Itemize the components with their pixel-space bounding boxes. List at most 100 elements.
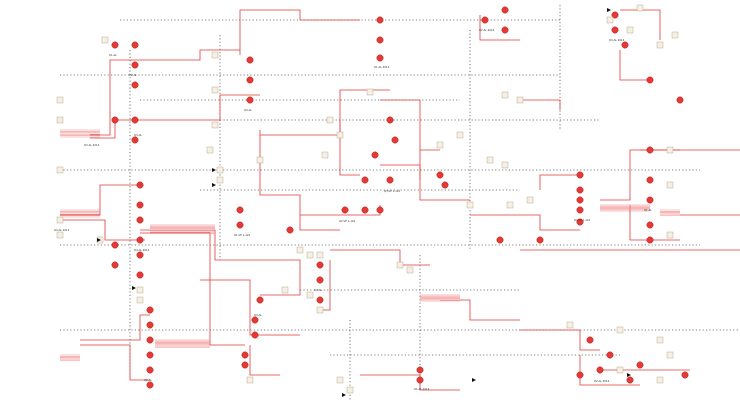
wire: [330, 249, 430, 266]
node-square: [566, 321, 574, 329]
node-circle: [136, 251, 144, 259]
arrow-icon: [607, 8, 611, 12]
node-square: [136, 296, 144, 304]
node-label: Q2-AL: [129, 73, 137, 77]
node-circle: [681, 371, 689, 379]
node-square: [56, 231, 64, 239]
node-square: [336, 376, 344, 384]
node-square: [56, 116, 64, 124]
node-label: Q1-VP 1-122: [234, 233, 251, 237]
node-circle: [371, 151, 379, 159]
node-circle: [646, 146, 654, 154]
wire: [419, 150, 470, 201]
node-circle: [136, 271, 144, 279]
node-circle: [146, 366, 154, 374]
wire: [470, 214, 580, 231]
wire: [520, 99, 561, 110]
node-circle: [316, 276, 324, 284]
node-square: [406, 266, 414, 274]
node-circle: [146, 351, 154, 359]
node-circle: [111, 41, 119, 49]
node-circle: [676, 96, 684, 104]
node-label: Q2-AL: [144, 378, 152, 382]
node-square: [321, 151, 329, 159]
wire: [249, 345, 280, 376]
node-circle: [131, 41, 139, 49]
wire: [539, 174, 580, 190]
node-square: [246, 376, 254, 384]
wire: [380, 99, 440, 151]
wire: [200, 279, 251, 300]
node-circle: [246, 56, 254, 64]
node-label: Q4-AL: [314, 288, 322, 292]
node-circle: [146, 321, 154, 329]
node-square: [336, 131, 344, 139]
node-circle: [241, 351, 249, 359]
node-circle: [391, 136, 399, 144]
node-square: [306, 251, 314, 259]
node-square: [666, 231, 674, 239]
node-circle: [146, 381, 154, 389]
wire: [479, 15, 520, 41]
wire: [140, 232, 245, 346]
node-circle: [246, 76, 254, 84]
node-square: [466, 201, 474, 209]
node-circle: [131, 61, 139, 69]
node-square: [616, 366, 624, 374]
node-square: [526, 196, 534, 204]
node-circle: [256, 296, 264, 304]
node-circle: [241, 361, 249, 369]
node-label: Q4-AL 2014: [54, 228, 70, 232]
node-circle: [576, 186, 584, 194]
node-circle: [501, 26, 509, 34]
node-circle: [146, 336, 154, 344]
node-circle: [236, 206, 244, 214]
node-circle: [576, 371, 584, 379]
node-circle: [111, 241, 119, 249]
node-circle: [136, 181, 144, 189]
node-circle: [236, 221, 244, 229]
node-circle: [536, 236, 544, 244]
arrow-icon: [342, 393, 346, 397]
wire: [339, 120, 360, 176]
node-square: [501, 161, 509, 169]
node-square: [211, 121, 219, 129]
wire: [629, 205, 680, 241]
wire: [600, 149, 680, 201]
node-square: [316, 251, 324, 259]
arrow-icon: [132, 286, 136, 290]
node-square: [211, 51, 219, 59]
node-circle: [576, 206, 584, 214]
node-square: [501, 91, 509, 99]
arrow-icon: [212, 183, 216, 187]
node-circle: [416, 366, 424, 374]
node-label: Q1-AL 2014: [414, 387, 430, 391]
node-label: Q3-AL: [134, 133, 142, 137]
node-circle: [621, 41, 629, 49]
node-circle: [586, 336, 594, 344]
node-square: [101, 36, 109, 44]
node-label: Q3-AL 2014: [609, 38, 625, 42]
node-circle: [496, 236, 504, 244]
node-square: [656, 41, 664, 49]
node-square: [56, 96, 64, 104]
node-square: [436, 141, 444, 149]
node-circle: [576, 218, 584, 226]
node-circle: [501, 6, 509, 14]
node-circle: [611, 26, 619, 34]
wire: [579, 355, 640, 386]
node-square: [296, 246, 304, 254]
node-circle: [136, 216, 144, 224]
wire: [249, 300, 300, 336]
node-square: [671, 31, 679, 39]
node-square: [216, 166, 224, 174]
node-circle: [246, 96, 254, 104]
wire: [380, 164, 421, 180]
node-circle: [376, 54, 384, 62]
node-square: [506, 201, 514, 209]
node-circle: [576, 196, 584, 204]
node-square: [626, 26, 634, 34]
node-circle: [131, 81, 139, 89]
node-circle: [386, 116, 394, 124]
